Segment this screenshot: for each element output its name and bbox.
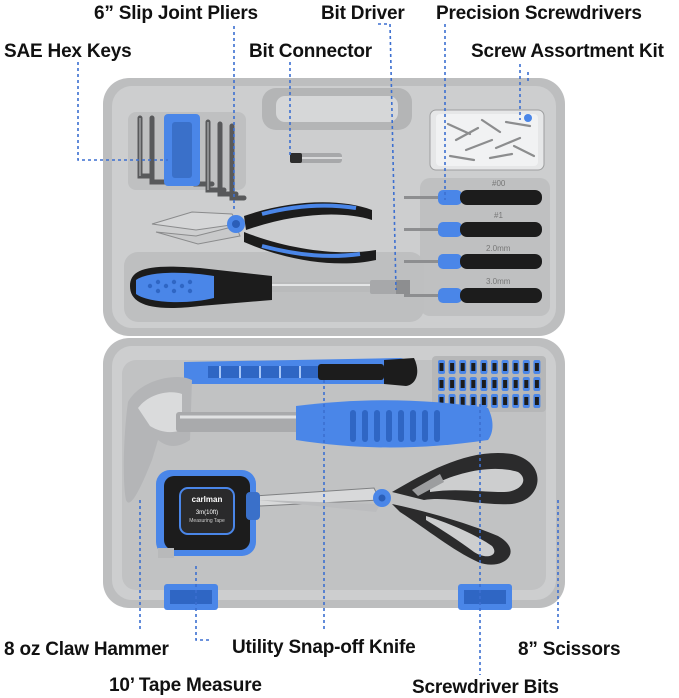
bit-connector: [290, 153, 342, 163]
precision-screwdrivers: #00 #1 2.0mm 3.0mm: [404, 179, 542, 303]
label-bit-driver: Bit Driver: [321, 3, 405, 24]
screwdriver-bit-tip: [471, 397, 476, 405]
screwdriver-bit-tip: [524, 380, 529, 388]
utility-knife: [184, 358, 418, 386]
screwdriver-bit-tip: [439, 363, 444, 371]
screwdriver-bit-tip: [460, 397, 465, 405]
screwdriver-bit-tip: [460, 380, 465, 388]
screwdriver-bit-tip: [503, 397, 508, 405]
screwdriver-bit-tip: [439, 380, 444, 388]
screwdriver-bit-tip: [513, 363, 518, 371]
tape-measure: carlman 3m(10ft) Measuring Tape: [156, 470, 260, 558]
claw-hammer: [123, 376, 493, 503]
label-screwdriver-bits: Screwdriver Bits: [412, 677, 559, 698]
screwdriver-bit-tip: [450, 363, 455, 371]
screwdriver-bit-tip: [524, 363, 529, 371]
label-pliers: 6” Slip Joint Pliers: [94, 3, 258, 24]
screwdriver-bit-tip: [492, 363, 497, 371]
screw-assortment-kit: [436, 114, 538, 166]
label-hammer: 8 oz Claw Hammer: [4, 639, 169, 660]
label-hex-keys: SAE Hex Keys: [4, 41, 132, 62]
callout-leader-lines: [77, 23, 559, 675]
svg-text:3.0mm: 3.0mm: [486, 277, 511, 286]
screwdriver-bit-tip: [471, 363, 476, 371]
screwdriver-bit-tip: [524, 397, 529, 405]
screwdriver-bit-tip: [481, 397, 486, 405]
label-bit-connector: Bit Connector: [249, 41, 373, 62]
screwdriver-bit-tip: [503, 363, 508, 371]
screwdriver-bit-tip: [460, 363, 465, 371]
screwdriver-bit-tip: [513, 397, 518, 405]
label-precision-screwdrivers: Precision Screwdrivers: [436, 3, 642, 24]
sae-hex-keys: [137, 114, 247, 201]
svg-text:Measuring Tape: Measuring Tape: [189, 518, 225, 524]
screwdriver-bit-tip: [513, 380, 518, 388]
svg-text:carlman: carlman: [192, 495, 223, 504]
screwdriver-bit-tip: [450, 397, 455, 405]
scissors: [253, 452, 538, 565]
svg-text:#1: #1: [494, 211, 503, 220]
label-knife: Utility Snap-off Knife: [232, 637, 416, 658]
screwdriver-bit-tip: [534, 363, 539, 371]
label-screw-kit: Screw Assortment Kit: [471, 41, 664, 62]
svg-text:2.0mm: 2.0mm: [486, 244, 511, 253]
screwdriver-bit-tip: [481, 363, 486, 371]
screwdriver-bit-tip: [471, 380, 476, 388]
label-tape-measure: 10’ Tape Measure: [109, 675, 262, 696]
screwdriver-bit-tip: [503, 380, 508, 388]
screwdriver-bit-tip: [492, 397, 497, 405]
svg-text:#00: #00: [492, 179, 506, 188]
screwdriver-bit-tip: [492, 380, 497, 388]
bit-driver: [130, 266, 410, 308]
screwdriver-bit-tip: [534, 397, 539, 405]
svg-text:3m(10ft): 3m(10ft): [196, 510, 218, 516]
label-scissors: 8” Scissors: [518, 639, 621, 660]
slip-joint-pliers: [151, 202, 376, 264]
screwdriver-bit-tip: [481, 380, 486, 388]
screwdriver-bit-tip: [439, 397, 444, 405]
screwdriver-bit-tip: [534, 380, 539, 388]
screwdriver-bit-tip: [450, 380, 455, 388]
